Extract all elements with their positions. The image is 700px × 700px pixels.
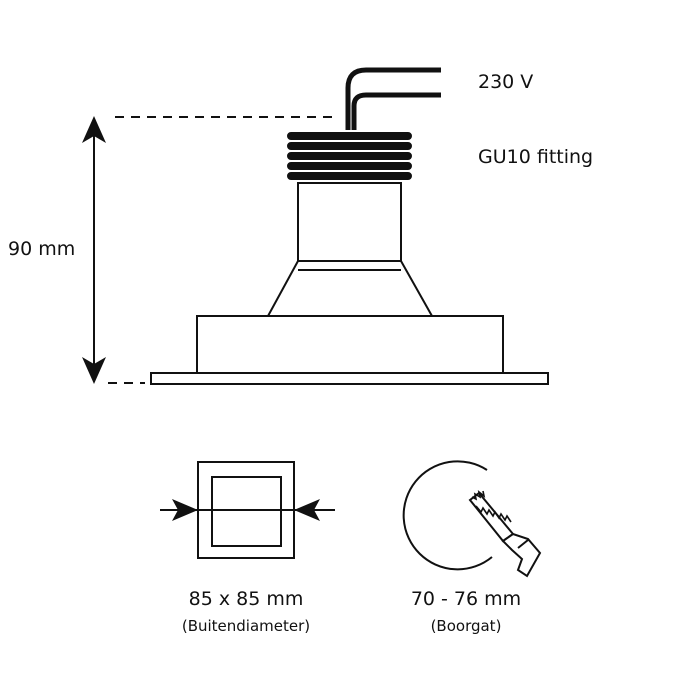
wire-lower bbox=[351, 92, 441, 130]
hole-caption: (Boorgat) bbox=[430, 617, 502, 635]
outer-size-label: 85 x 85 mm bbox=[188, 588, 304, 610]
outer-caption: (Buitendiameter) bbox=[181, 617, 311, 635]
hole-size-label: 70 - 76 mm bbox=[410, 588, 522, 610]
hole-saw-icon bbox=[402, 460, 542, 578]
voltage-label: 230 V bbox=[478, 71, 534, 93]
lamp-housing bbox=[196, 315, 504, 374]
gu10-fitting-rings bbox=[287, 132, 412, 180]
height-label: 90 mm bbox=[8, 238, 76, 260]
arrow-icon bbox=[82, 116, 106, 143]
lamp-body bbox=[297, 182, 402, 262]
square-outline-icon bbox=[160, 461, 335, 559]
wire-upper bbox=[345, 67, 441, 130]
lamp-flange bbox=[150, 372, 549, 385]
fitting-label: GU10 fitting bbox=[478, 146, 594, 168]
